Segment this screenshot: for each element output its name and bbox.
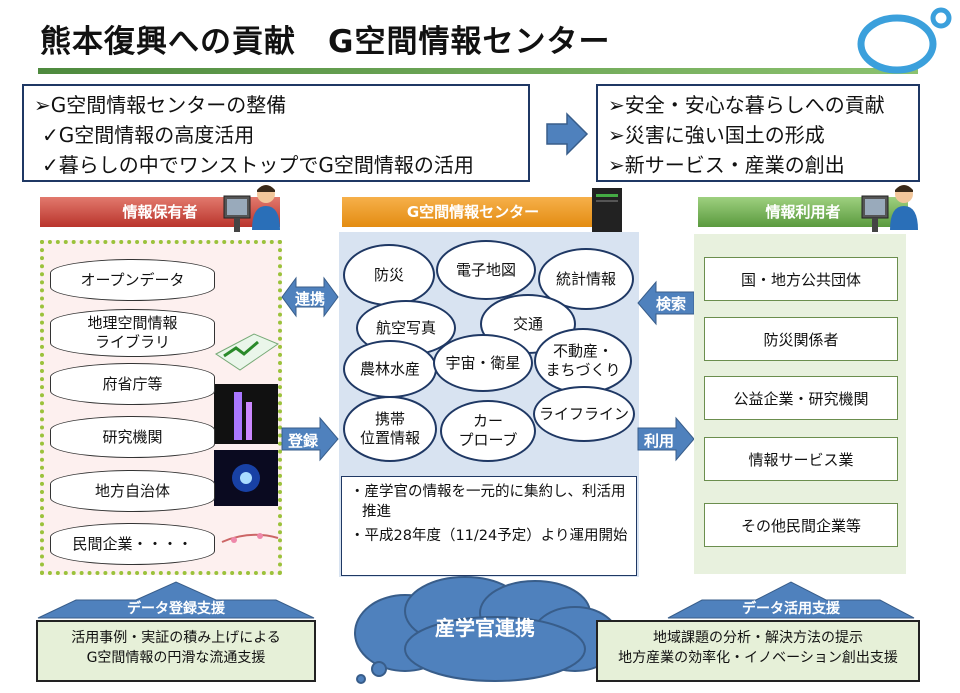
logo-icon: [857, 7, 952, 74]
item-lifeline: ライフライン: [533, 386, 635, 442]
holder-open-data: オープンデータ: [50, 259, 215, 301]
reg-support-line-2: G空間情報の円滑な流通支援: [86, 650, 266, 666]
riyou-label: 利用: [643, 432, 674, 450]
user-public-utility: 公益企業・研究機関: [704, 376, 898, 420]
touroku-label: 登録: [287, 432, 318, 450]
person-computer-icon: [861, 185, 918, 232]
arrow-left-icon: [637, 280, 695, 326]
setup-line-2: ✓G空間情報の高度活用: [42, 123, 255, 147]
item-disaster: 防災: [343, 244, 435, 306]
map-image-icon: [215, 333, 280, 371]
center-setup-box: ➢G空間情報センターの整備 ✓G空間情報の高度活用 ✓暮らしの中でワンストップで…: [22, 84, 530, 182]
arrow-right-icon: [637, 416, 695, 462]
person-computer-icon: [223, 185, 280, 232]
utilization-support-box: 地域課題の分析・解決方法の提示 地方産業の効率化・イノベーション創出支援: [596, 620, 920, 682]
kensaku-label: 検索: [655, 295, 686, 313]
user-govt: 国・地方公共団体: [704, 257, 898, 301]
network-image-icon: [214, 450, 278, 506]
center-header: G空間情報センター: [342, 197, 604, 227]
user-info-service: 情報サービス業: [704, 437, 898, 481]
item-agriculture: 農林水産: [343, 340, 437, 398]
item-digital-map: 電子地図: [436, 240, 536, 300]
holder-geo-library: 地理空間情報 ライブラリ: [50, 309, 215, 357]
item-car-probe: カー プローブ: [440, 400, 536, 462]
research-image-icon: [214, 384, 278, 444]
item-mobile-location: 携帯 位置情報: [343, 396, 437, 462]
server-icon: [592, 188, 622, 232]
setup-line-1: ➢G空間情報センターの整備: [34, 93, 287, 117]
note-2: ・平成28年度（11/24予定）より運用開始: [350, 528, 628, 544]
util-support-line-1: 地域課題の分析・解決方法の提示: [653, 630, 863, 646]
util-support-line-2: 地方産業の効率化・イノベーション創出支援: [618, 650, 898, 666]
user-other-private: その他民間企業等: [704, 503, 898, 547]
support-left-label: データ登録支援: [127, 601, 225, 617]
contribution-box: ➢安全・安心な暮らしへの貢献 ➢災害に強い国土の形成 ➢新サービス・産業の創出: [596, 84, 920, 182]
renkei-label: 連携: [294, 290, 325, 308]
contribution-line-2: ➢災害に強い国土の形成: [608, 123, 825, 147]
arrow-right-icon: [546, 112, 589, 156]
item-statistics: 統計情報: [538, 248, 634, 310]
center-notes: ・産学官の情報を一元的に集約し、利活用推進 ・平成28年度（11/24予定）より…: [341, 476, 637, 576]
item-space-satellite: 宇宙・衛星: [433, 334, 533, 392]
title-underline: [38, 68, 918, 74]
support-right-label: データ活用支援: [742, 601, 840, 617]
holder-local-govt: 地方自治体: [50, 470, 215, 512]
setup-line-3: ✓暮らしの中でワンストップでG空間情報の活用: [42, 153, 474, 177]
page-title: 熊本復興への貢献 G空間情報センター: [40, 24, 611, 60]
reg-support-line-1: 活用事例・実証の積み上げによる: [71, 630, 281, 646]
holder-private: 民間企業・・・・: [50, 523, 215, 565]
arrow-right-icon: [281, 416, 339, 462]
double-arrow-icon: [281, 276, 339, 318]
item-realestate: 不動産・ まちづくり: [534, 328, 632, 394]
note-1: ・産学官の情報を一元的に集約し、利活用推進: [350, 484, 626, 520]
support-arrow-right-icon: [667, 581, 915, 619]
support-arrow-left-icon: [37, 581, 315, 619]
holder-research: 研究機関: [50, 416, 215, 458]
enterprise-image-icon: [221, 533, 279, 543]
contribution-line-3: ➢新サービス・産業の創出: [608, 153, 845, 177]
contribution-line-1: ➢安全・安心な暮らしへの貢献: [608, 93, 885, 117]
user-disaster: 防災関係者: [704, 317, 898, 361]
registration-support-box: 活用事例・実証の積み上げによる G空間情報の円滑な流通支援: [36, 620, 316, 682]
holder-ministries: 府省庁等: [50, 363, 215, 405]
cloud-label: 産学官連携: [435, 616, 535, 640]
